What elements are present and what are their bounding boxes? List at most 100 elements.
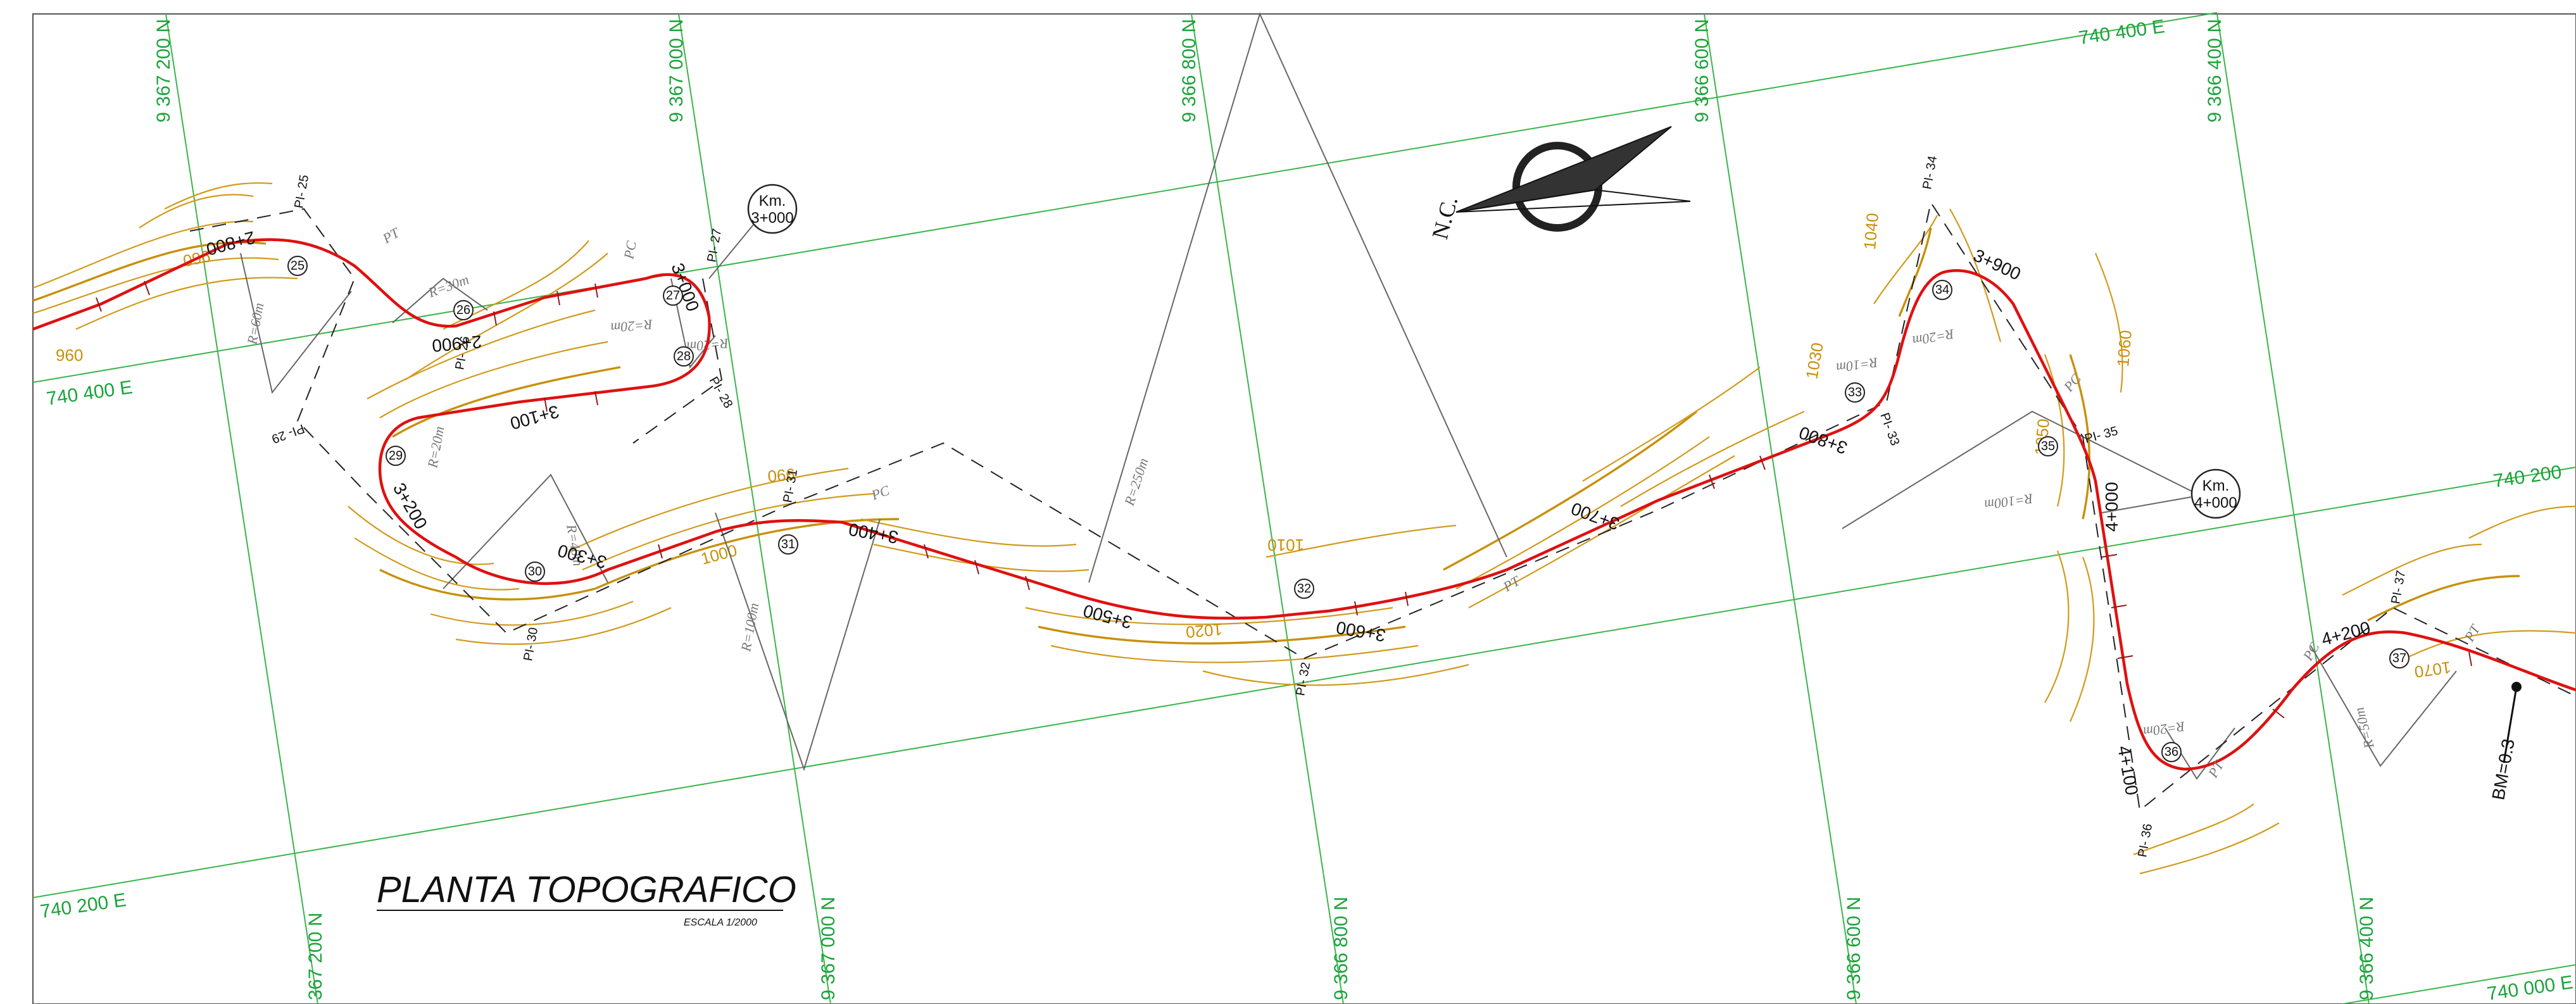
tangent-line (189, 201, 2576, 812)
pc-mark: PC (869, 482, 891, 503)
curve-number: 26 (456, 303, 470, 317)
curve-number-badge: 26 (453, 300, 474, 320)
grid-label-top: 9 366 400 N (2204, 19, 2225, 122)
curve-number-badge: 37 (2389, 648, 2410, 668)
station-tick (1709, 474, 1715, 489)
contour-label: 960 (56, 346, 83, 365)
curve-number: 35 (2041, 439, 2055, 453)
station-label: 4+200 (2320, 617, 2373, 649)
station-label: 3+900 (1970, 245, 2023, 284)
curve-numbers: 25 26 27 28 29 30 31 32 33 34 35 36 37 (287, 256, 2410, 762)
pc-mark: PC (620, 240, 639, 261)
radius-label: R=100m (738, 602, 762, 653)
radius-lines (1088, 12, 1507, 583)
grid-northing-line (1191, 13, 1344, 1004)
pi-label: PI- 35 (2083, 424, 2120, 446)
contour-line (348, 506, 494, 565)
contour-lines (32, 182, 2576, 875)
grid-label-bottom: 9 367 000 N (818, 897, 839, 1000)
contour-line (1025, 606, 1393, 625)
pi-label: PI- 32 (1293, 661, 1313, 696)
grid-northing-line (1704, 13, 1857, 1004)
benchmark-label: BM=0.3 (2488, 737, 2518, 801)
station-tick (144, 280, 150, 296)
curve-number: 37 (2392, 651, 2406, 665)
contour-line (873, 543, 1090, 572)
km-marker: Km. 3+000 (708, 184, 798, 279)
contour-line (75, 277, 298, 330)
contour-line (2342, 543, 2482, 596)
contour-line (2044, 354, 2065, 507)
plan-scale: ESCALA 1/2000 (684, 917, 757, 928)
grid-easting-line (32, 467, 2576, 898)
curve-number-badge: 29 (386, 446, 406, 466)
station-tick (2101, 554, 2118, 558)
contour-line (405, 253, 608, 380)
road-centerline (32, 238, 2576, 771)
curve-number-badge: 31 (778, 534, 798, 555)
pi-label: PI- 29 (270, 421, 306, 446)
grid-label-top: 9 366 600 N (1692, 19, 1712, 122)
station-tick (2272, 708, 2285, 718)
grid-label-bottom: 9 366 600 N (1844, 897, 1864, 1000)
station-tick (1025, 575, 1030, 591)
km-marker-value: 3+000 (751, 210, 793, 227)
station-tick (658, 544, 663, 559)
pt-mark: PT (379, 224, 403, 247)
contour-line (367, 309, 596, 399)
station-label: 4+100 (2114, 744, 2142, 797)
radius-label: R=30m (425, 272, 471, 301)
benchmark: BM=0.3 (2488, 682, 2522, 801)
radius-label: R=250m (1121, 456, 1152, 508)
station-tick (1405, 591, 1409, 606)
contour-line (392, 366, 621, 438)
contour-label: 1070 (2413, 658, 2452, 682)
radius-label: R=50m (2351, 706, 2378, 751)
pi-label: PI- 37 (2389, 569, 2408, 605)
pi-label: PI- 30 (521, 626, 541, 662)
curve-number-badge: 35 (2038, 436, 2058, 456)
contour-line (1443, 410, 1698, 571)
contour-line (32, 257, 279, 315)
curve-number: 30 (528, 565, 542, 579)
grid-northing-line (165, 13, 318, 1004)
contour-line (430, 600, 634, 626)
pi-label: PI- 25 (292, 173, 311, 209)
contour-line (32, 220, 254, 289)
contour-line (139, 194, 254, 229)
station-tick (594, 391, 598, 406)
contour-label: 1060 (2113, 329, 2135, 367)
contour-line (1266, 524, 1457, 558)
contour-line (860, 518, 1077, 547)
curve-number: 27 (666, 289, 680, 303)
station-tick (1759, 455, 1766, 470)
station-tick (493, 311, 497, 326)
radius-label: R=20m (1911, 326, 1956, 349)
grid-label-easting: 740 400 E (45, 377, 134, 410)
curve-number: 25 (291, 259, 305, 273)
radius-lines (392, 277, 488, 323)
station-label: 4+000 (2102, 482, 2121, 532)
station-tick (2468, 651, 2472, 667)
curve-number: 28 (677, 349, 691, 363)
contour-label: 1010 (1267, 536, 1304, 555)
grid-label-bottom: 9 366 800 N (1331, 897, 1352, 1000)
contour-line (2069, 354, 2091, 520)
contour-line (1620, 410, 1805, 507)
contour-label: 1030 (1802, 341, 1827, 380)
curve-number-badge: 34 (1932, 280, 1952, 300)
curve-number: 29 (389, 449, 403, 463)
station-tick (974, 560, 979, 575)
station-label: 2+800 (204, 227, 257, 259)
contour-label: 1020 (1185, 620, 1223, 642)
contour-line (1582, 367, 1761, 482)
contour-label: 1040 (1860, 212, 1882, 250)
radius-lines (443, 474, 608, 589)
contour-line (164, 182, 273, 210)
pi-label: PI- 28 (707, 375, 736, 411)
contour-line (2069, 556, 2095, 722)
contour-line (1468, 455, 1735, 608)
curve-number-badge: 36 (2161, 742, 2182, 762)
pi-label: PI- 36 (2135, 822, 2155, 858)
